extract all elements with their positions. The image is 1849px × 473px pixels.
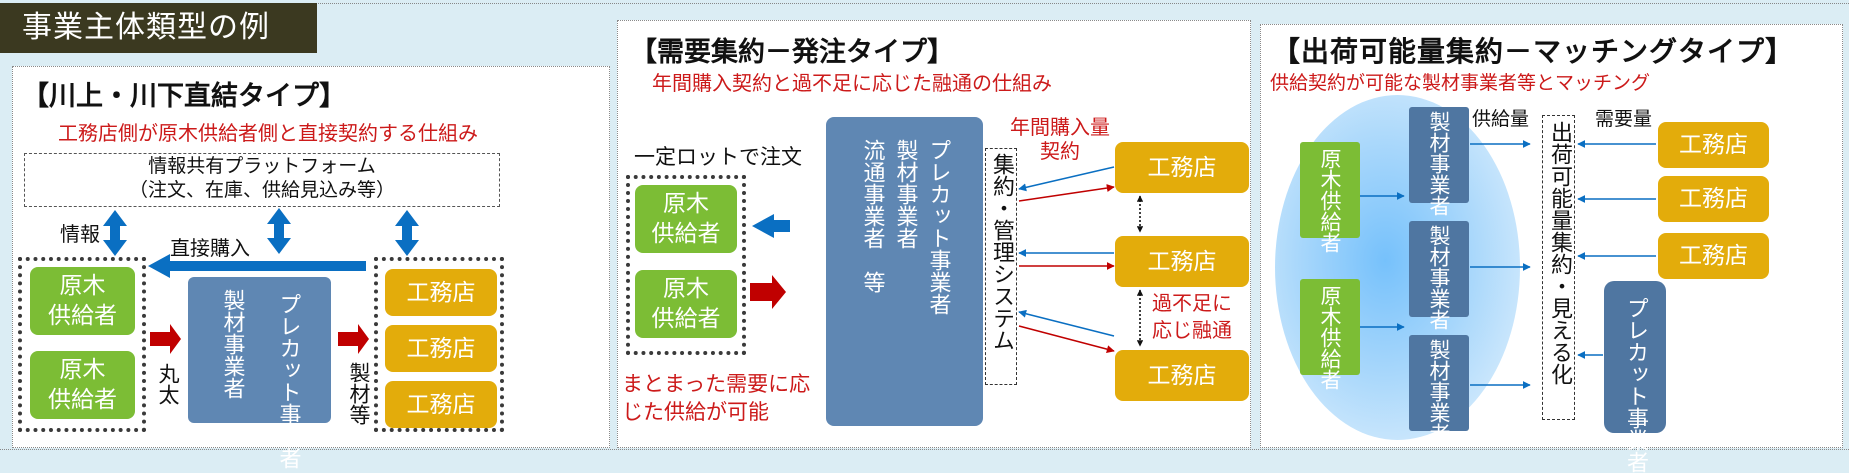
- p3-sawmill-2-label: 製材事業者: [1427, 225, 1451, 330]
- builder-2-label: 工務店: [406, 335, 476, 362]
- p3-precut-box: プレカット事業者: [1604, 281, 1666, 473]
- aggregation-system-label: 集約・管理システム: [989, 153, 1014, 351]
- platform-line1: 情報共有プラットフォーム: [148, 155, 376, 177]
- p3-sawmill-1-label: 製材事業者: [1427, 111, 1451, 216]
- builder-box-2: 工務店: [385, 325, 497, 372]
- p2-processor-box: プレカット事業者 製材事業者 流通事業者 等: [826, 117, 983, 426]
- p3-precut-label: プレカット事業者: [1623, 297, 1648, 473]
- direct-purchase-label: 直接購入: [170, 236, 250, 260]
- panel1-title: 【川上・川下直結タイプ】: [22, 81, 346, 112]
- p2-supplier-1-label: 原木 供給者: [651, 191, 721, 247]
- p3-supplier-box-2: 原木供給者: [1300, 279, 1360, 390]
- p2-sawmill-label: 製材事業者: [892, 139, 918, 249]
- p2-supplier-group: [626, 175, 746, 355]
- p3-supplier-box-1: 原木供給者: [1300, 142, 1360, 253]
- precut-label: プレカット事業者: [275, 293, 301, 469]
- p2-precut-label: プレカット事業者: [925, 139, 951, 315]
- p2-supplier-box-1: 原木 供給者: [635, 185, 737, 253]
- info-label: 情報: [60, 222, 100, 246]
- p3-system-box: [1542, 115, 1575, 420]
- p2-supplier-2-label: 原木 供給者: [651, 276, 721, 332]
- p2-supplier-box-2: 原木 供給者: [635, 270, 737, 338]
- p3-sawmill-box-3: 製材事業者: [1409, 335, 1469, 444]
- p3-builder-box-2: 工務店: [1658, 176, 1769, 222]
- p2-distributor-label: 流通事業者 等: [859, 139, 885, 293]
- processor-box: プレカット事業者 製材事業者: [188, 277, 331, 469]
- supplier-box-1: 原木 供給者: [30, 267, 135, 335]
- panel3-title: 【出荷可能量集約－マッチングタイプ】: [1272, 35, 1795, 68]
- panel2-subtitle: 年間購入契約と過不足に応じた融通の仕組み: [652, 71, 1052, 95]
- supplier-2-label: 原木 供給者: [48, 357, 117, 413]
- supply-amount-label: 供給量: [1472, 108, 1530, 130]
- p2-builder-box-1: 工務店: [1115, 142, 1249, 193]
- p3-builder-3-label: 工務店: [1679, 243, 1748, 269]
- p3-sawmill-3-label: 製材事業者: [1427, 339, 1451, 444]
- p2-builder-2-label: 工務店: [1147, 248, 1217, 275]
- flex-label-line1: 過不足に: [1152, 291, 1232, 315]
- aggregation-system-box: [985, 148, 1017, 385]
- supplier-box-2: 原木 供給者: [30, 351, 135, 419]
- supplier-group: [18, 257, 146, 432]
- p2-builder-box-2: 工務店: [1115, 236, 1249, 287]
- p3-system-label: 出荷可能量集約・見える化: [1547, 121, 1572, 385]
- p3-supplier-1-label: 原木供給者: [1318, 148, 1342, 253]
- p3-builder-2-label: 工務店: [1679, 186, 1748, 212]
- builder-3-label: 工務店: [406, 391, 476, 418]
- logs-label: 丸太: [156, 363, 180, 405]
- p2-builder-1-label: 工務店: [1147, 154, 1217, 181]
- supplier-1-label: 原木 供給者: [48, 273, 117, 329]
- info-platform-box: [24, 153, 500, 207]
- lot-order-label: 一定ロットで注文: [634, 145, 802, 169]
- demand-note-line2: じた供給が可能: [622, 400, 769, 424]
- sawmill-label: 製材事業者: [219, 289, 245, 399]
- flex-label-line2: 応じ融通: [1152, 318, 1232, 342]
- outer-border-bottom: [0, 449, 1849, 450]
- annual-contract-line1: 年間購入量: [1010, 115, 1110, 139]
- outer-border-top: [318, 3, 1849, 4]
- lumber-label: 製材等: [347, 362, 371, 425]
- builder-group: [374, 257, 504, 432]
- platform-label: 情報共有プラットフォーム （注文、在庫、供給見込み等）: [24, 154, 500, 202]
- p3-builder-box-3: 工務店: [1658, 233, 1769, 279]
- annual-contract-label: 年間購入量 契約: [1010, 115, 1110, 163]
- p3-sawmill-box-2: 製材事業者: [1409, 221, 1469, 330]
- panel2-title: 【需要集約－発注タイプ】: [630, 37, 954, 68]
- demand-note-line1: まとまった需要に応: [622, 372, 811, 396]
- p3-builder-1-label: 工務店: [1679, 132, 1748, 158]
- demand-amount-label: 需要量: [1595, 108, 1653, 130]
- p2-builder-3-label: 工務店: [1147, 362, 1217, 389]
- panel3-subtitle: 供給契約が可能な製材事業者等とマッチング: [1270, 72, 1651, 94]
- p3-supplier-2-label: 原木供給者: [1318, 285, 1342, 390]
- annual-contract-line2: 契約: [1040, 139, 1080, 163]
- platform-line2: （注文、在庫、供給見込み等）: [128, 179, 395, 201]
- builder-box-1: 工務店: [385, 269, 497, 316]
- p3-builder-box-1: 工務店: [1658, 122, 1769, 168]
- builder-box-3: 工務店: [385, 381, 497, 428]
- p2-builder-box-3: 工務店: [1115, 350, 1249, 401]
- p3-sawmill-box-1: 製材事業者: [1409, 107, 1469, 216]
- panel1-subtitle: 工務店側が原木供給者側と直接契約する仕組み: [58, 121, 478, 145]
- demand-note: まとまった需要に応 じた供給が可能: [622, 370, 810, 426]
- main-title: 事業主体類型の例: [0, 3, 317, 53]
- builder-1-label: 工務店: [406, 279, 476, 306]
- flex-label: 過不足に 応じ融通: [1152, 290, 1232, 344]
